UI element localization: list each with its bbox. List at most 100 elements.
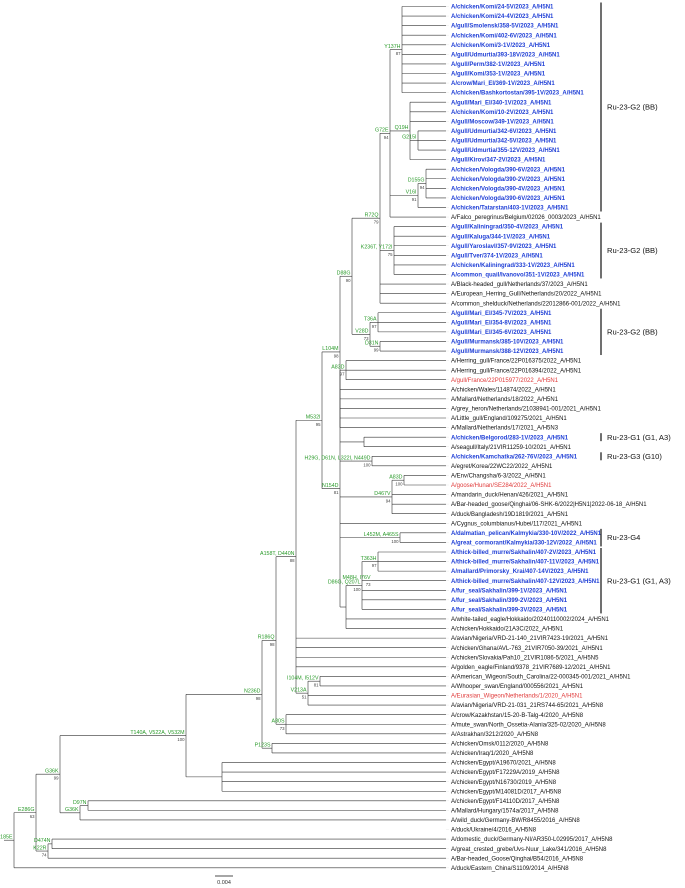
tip-label: A/fur_seal/Sakhalin/399-2V/2023_A/H5N1 <box>451 598 568 604</box>
tip-label: A/Astrakhan/3212/2020_A/H5N8 <box>451 732 539 738</box>
tip-label: A/chicken/Komi/24-5V/2023_A/H5N1 <box>451 5 554 11</box>
tip-label: A/common_shelduck/Netherlands/22012866-0… <box>451 301 621 307</box>
mutation-label: G72E <box>375 128 389 134</box>
tip-label: A/gull/Yaroslavl/357-9V/2023_A/H5N1 <box>451 244 557 250</box>
mutation-label: T363H <box>361 556 377 562</box>
mutation-label: T36A <box>364 317 377 323</box>
support-value: 100 <box>177 737 185 742</box>
support-value: 99 <box>54 776 59 781</box>
support-value: 94 <box>420 185 425 190</box>
scale-bar: 0.004 <box>215 875 233 886</box>
mutation-label: H29G, D61N, L322I, N449D <box>305 455 371 461</box>
tip-label: A/chicken/Egypt/M14081D/2017_A/H5N8 <box>451 789 562 795</box>
mutation-label: D474N <box>34 838 51 844</box>
mutation-label: D155G <box>408 178 425 184</box>
mutation-label: G36K <box>65 807 79 813</box>
clade-label: Ru-23-G2 (BB) <box>607 103 658 112</box>
tip-label: A/chicken/Vologda/390-4V/2023_A/H5N1 <box>451 186 566 192</box>
support-value: 98 <box>270 642 275 647</box>
support-value: 73 <box>280 726 285 731</box>
tip-label: A/goose/Hunan/SE284/2022_A/H5N1 <box>451 483 552 489</box>
mutation-label: N154D <box>322 483 339 489</box>
tip-label: A/mute_swan/North_Ossetia-Alania/325-02/… <box>451 722 606 728</box>
mutation-label: G215I <box>402 135 416 141</box>
tip-label: A/golden_eagle/Finland/9378_21VIR7689-12… <box>451 665 611 671</box>
tip-label: A/gull/Kaluga/344-1V/2023_A/H5N1 <box>451 234 551 240</box>
tip-label: A/chicken/Komi/24-4V/2023_A/H5N1 <box>451 14 554 20</box>
mutation-label: I104M, I512V <box>287 675 319 681</box>
support-value: 90 <box>346 278 351 283</box>
tip-label: A/chicken/Wales/114874/2022_A/H5N1 <box>451 387 556 393</box>
mutation-label: D97N <box>73 800 87 806</box>
tip-labels: A/chicken/Komi/24-5V/2023_A/H5N1A/chicke… <box>451 5 647 872</box>
tip-label: A/chicken/Hokkaido/21A3C/2022_A/H5N1 <box>451 627 564 633</box>
tip-label: A/chicken/Omsk/0112/2020_A/H5N8 <box>451 741 549 747</box>
mutation-label: M48H, I76V <box>343 575 371 581</box>
tip-label: A/gull/Komi/353-1V/2023_A/H5N1 <box>451 72 546 78</box>
support-value: 100 <box>363 463 371 468</box>
tip-label: A/mallard/Primorsky_Krai/407-14V/2023_A/… <box>451 569 589 575</box>
bootstrap-support-labels: 1009863997498738895907994879194757397999… <box>30 51 425 857</box>
tip-label: A/chicken/Egypt/N16730/2019_A/H5N8 <box>451 780 557 786</box>
tip-label: A/chicken/Slovakia/Pah10_21VIR1086-5/202… <box>451 655 599 661</box>
tip-label: A/gull/Tver/374-1V/2023_A/H5N1 <box>451 253 543 259</box>
clade-annotations: Ru-23-G2 (BB)Ru-23-G2 (BB)Ru-23-G2 (BB)R… <box>600 2 671 614</box>
tip-label: A/avian/Nigeria/VRD-21-140_21VIR7423-19/… <box>451 636 609 642</box>
tip-label: A/Mallard/Netherlands/18/2022_A/H5N1 <box>451 397 559 403</box>
tip-label: A/gull/Udmurtia/342-6V/2023_A/H5N1 <box>451 129 557 135</box>
tip-label: A/gull/Smolensk/358-5V/2023_A/H5N1 <box>451 24 559 30</box>
tip-label: A/egret/Korea/22WC22/2022_A/H5N1 <box>451 464 553 470</box>
tip-label: A/gull/Mari_El/345-6V/2023_A/H5N1 <box>451 330 552 336</box>
tip-label: A/fur_seal/Sakhalin/399-1V/2023_A/H5N1 <box>451 588 568 594</box>
tip-label: A/Eurasian_Wigeon/Netherlands/1/2020_A/H… <box>451 694 583 700</box>
support-value: 100 <box>391 539 399 544</box>
support-value: 95 <box>316 422 321 427</box>
mutation-label: A158T, D440N <box>260 551 295 557</box>
mutation-label: D88G <box>337 270 351 276</box>
tip-label: A/chicken/Egypt/F17229A/2019_A/H5N8 <box>451 770 560 776</box>
tip-label: A/chicken/Tatarstan/403-1V/2023_A/H5N1 <box>451 206 569 212</box>
mutation-label: T140A, V522A, V532M <box>130 730 184 736</box>
support-value: 81 <box>334 490 339 495</box>
support-value: 51 <box>302 695 307 700</box>
mutation-label: V51I, A185E <box>0 834 13 840</box>
tip-label: A/American_Wigeon/South_Carolina/22-0003… <box>451 675 631 681</box>
tip-label: A/wild_duck/Germany-BW/R8455/2016_A/H5N8 <box>451 818 580 824</box>
mutation-label: K22R <box>33 845 46 851</box>
support-value: 98 <box>256 696 261 701</box>
tip-label: A/gull/Udmurtia/393-18V/2023_A/H5N1 <box>451 52 560 58</box>
mutation-label: L452M, A465S <box>364 532 399 538</box>
tip-label: A/gull/France/22P015977/2022_A/H5N1 <box>451 378 559 384</box>
support-value: 79 <box>374 220 379 225</box>
support-value: 99 <box>374 348 379 353</box>
tip-label: A/gull/Mari_El/354-8V/2023_A/H5N1 <box>451 320 552 326</box>
mutation-label: Y137H <box>384 44 400 50</box>
tip-label: A/chicken/Komi/402-6V/2023_A/H5N1 <box>451 33 557 39</box>
clade-label: Ru-23-G1 (G1, A3) <box>607 433 671 442</box>
support-value: 100 <box>395 482 403 487</box>
tip-label: A/Falco_peregrinus/Belgium/02026_0003/20… <box>451 215 601 221</box>
tip-label: A/chicken/Ghana/AVL-763_21VIR7050-39/202… <box>451 646 603 652</box>
support-value: 97 <box>372 563 377 568</box>
tip-label: A/Mallard/Hungary/1574a/2017_A/H5N8 <box>451 808 559 814</box>
mutation-label: D31N <box>365 340 379 346</box>
tip-label: A/chicken/Vologda/390-6V/2023_A/H5N1 <box>451 167 566 173</box>
mutation-label: V213A <box>291 687 307 693</box>
mutation-label: Q19H <box>395 125 409 131</box>
support-value: 94 <box>386 498 391 503</box>
tip-label: A/chicken/Belgorod/283-1V/2023_A/H5N1 <box>451 435 569 441</box>
tree-branches <box>4 6 446 869</box>
mutation-label: R186Q <box>258 635 275 641</box>
scale-bar-label: 0.004 <box>217 880 231 886</box>
tip-label: A/avian/Nigeria/VRD-21-031_21RS744-65/20… <box>451 703 604 709</box>
mutation-label: A83D <box>331 364 344 370</box>
mutation-label: N236D <box>244 689 261 695</box>
mutation-label: G36K <box>45 768 59 774</box>
tip-label: A/European_Herring_Gull/Netherlands/20/2… <box>451 292 602 298</box>
tip-label: A/gull/Mari_El/345-7V/2023_A/H5N1 <box>451 311 552 317</box>
support-value: 87 <box>396 51 401 56</box>
support-value: 98 <box>334 353 339 358</box>
tip-label: A/Herring_gull/France/22P016375/2022_A/H… <box>451 359 582 365</box>
support-value: 94 <box>384 135 389 140</box>
